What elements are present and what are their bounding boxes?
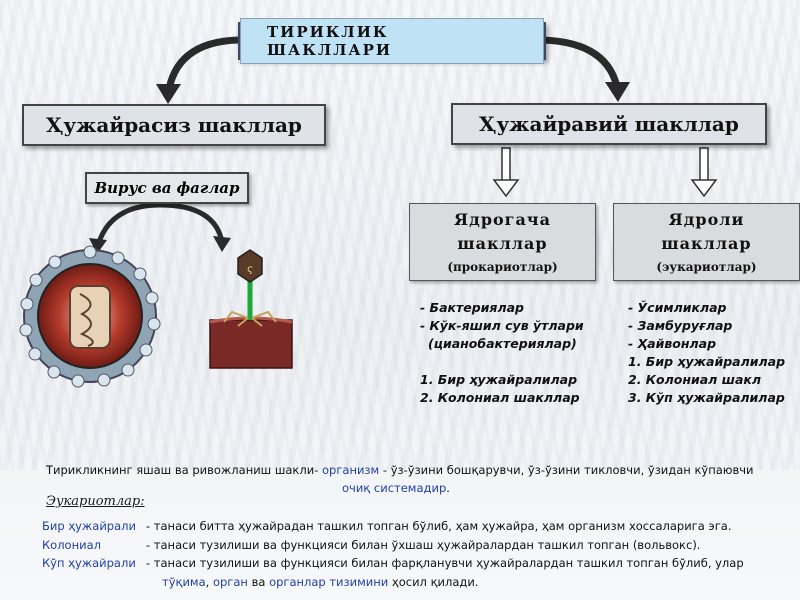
list-item: 3. Кўп ҳужайралилар bbox=[628, 390, 785, 405]
row-term: Кўп ҳужайрали bbox=[42, 556, 136, 570]
term-organ-systems: органлар тизимини bbox=[269, 575, 389, 589]
eukaryotes-box: Ядроли шакллар (эукариотлар) bbox=[613, 203, 800, 281]
row-text: - танаси битта ҳужайрадан ташкил топган … bbox=[146, 519, 732, 533]
row-term: Колониал bbox=[42, 538, 101, 552]
row-text: - танаси тузилиши ва функцияси билан фар… bbox=[146, 556, 744, 570]
arrow-down-eukaryotes bbox=[690, 147, 718, 198]
arrow-virus-right bbox=[159, 202, 225, 243]
category-acellular: Ҳужайрасиз шакллар bbox=[22, 104, 326, 146]
list-item: - Ўсимликлар bbox=[628, 300, 727, 315]
arrow-down-prokaryotes bbox=[492, 147, 520, 198]
definition-end: . bbox=[446, 481, 450, 495]
arrow-title-right bbox=[541, 36, 622, 93]
prokaryotes-list: - Бактериялар - Кўк-яшил сув ўтлари (циа… bbox=[420, 299, 600, 407]
eukaryotes-paren: (эукариотлар) bbox=[656, 260, 757, 274]
list-item: (цианобактериялар) bbox=[428, 336, 577, 351]
definition-line2: очиқ системадир. bbox=[46, 481, 776, 495]
eukaryotes-heading: Эукариотлар: bbox=[46, 494, 145, 509]
row-tail: ҳосил қилади. bbox=[391, 575, 479, 589]
eukaryotes-list: - Ўсимликлар - Замбуруғлар - Ҳайвонлар 1… bbox=[628, 299, 788, 407]
prokaryotes-box: Ядрогача шакллар (прокариотлар) bbox=[409, 203, 596, 281]
arrow-virus-left-head bbox=[89, 238, 107, 254]
list-item: - Ҳайвонлар bbox=[628, 336, 717, 351]
eukaryotes-line2: шакллар bbox=[661, 234, 752, 253]
list-item: - Бактериялар bbox=[420, 300, 524, 315]
page-title: ТИРИКЛИК ШАКЛЛАРИ bbox=[240, 18, 544, 64]
definition-part2: - ўз-ўзини бошқарувчи, ўз-ўзини тикловчи… bbox=[382, 463, 754, 477]
list-item: 2. Колониал шакл bbox=[628, 372, 762, 387]
prokaryotes-line1: Ядрогача bbox=[454, 210, 551, 229]
arrow-virus-left bbox=[95, 202, 161, 246]
prokaryotes-paren: (прокариотлар) bbox=[447, 260, 558, 274]
title-box: ТИРИКЛИК ШАКЛЛАРИ bbox=[238, 18, 546, 64]
term-organ: орган bbox=[212, 575, 248, 589]
list-item: 2. Колониал шакллар bbox=[420, 390, 580, 405]
list-item: 1. Бир ҳужайралилар bbox=[420, 372, 578, 387]
term-tissue: тўқима bbox=[162, 575, 206, 589]
word-and: ва bbox=[251, 575, 266, 589]
row-term: Бир ҳужайрали bbox=[42, 519, 136, 533]
row-colonial: Колониал - танаси тузилиши ва функцияси б… bbox=[42, 538, 700, 552]
phage-illustration: ϛ bbox=[209, 249, 293, 369]
row-unicellular: Бир ҳужайрали - танаси битта ҳужайрадан т… bbox=[42, 519, 731, 533]
list-gap bbox=[420, 353, 600, 371]
list-item: - Кўк-яшил сув ўтлари bbox=[420, 318, 584, 333]
list-item: - Замбуруғлар bbox=[628, 318, 733, 333]
prokaryotes-line2: шакллар bbox=[457, 234, 548, 253]
virus-illustration bbox=[19, 245, 161, 388]
definition-open-system: очиқ системадир bbox=[342, 481, 447, 495]
definition-organism: организм bbox=[322, 463, 380, 477]
row-multicellular-cont: тўқима, орган ва органлар тизимини ҳосил… bbox=[162, 575, 478, 589]
comma: , bbox=[205, 575, 210, 589]
arrow-virus-right-head bbox=[213, 236, 231, 252]
row-text: - танаси тузилиши ва функцияси билан ўхш… bbox=[146, 538, 701, 552]
definition-part1: Тирикликнинг яшаш ва ривожланиш шакли- bbox=[46, 463, 319, 477]
category-cellular: Ҳужайравий шакллар bbox=[451, 103, 767, 145]
organism-definition: Тирикликнинг яшаш ва ривожланиш шакли- о… bbox=[46, 463, 776, 495]
arrow-title-left-head bbox=[156, 84, 181, 104]
svg-text:ϛ: ϛ bbox=[247, 264, 253, 275]
eukaryotes-line1: Ядроли bbox=[668, 210, 745, 229]
virus-label: Вирус ва фаглар bbox=[85, 172, 249, 204]
row-multicellular: Кўп ҳужайрали - танаси тузилиши ва функци… bbox=[42, 556, 744, 570]
arrow-title-right-head bbox=[605, 82, 630, 102]
list-item: 1. Бир ҳужайралилар bbox=[628, 354, 786, 369]
